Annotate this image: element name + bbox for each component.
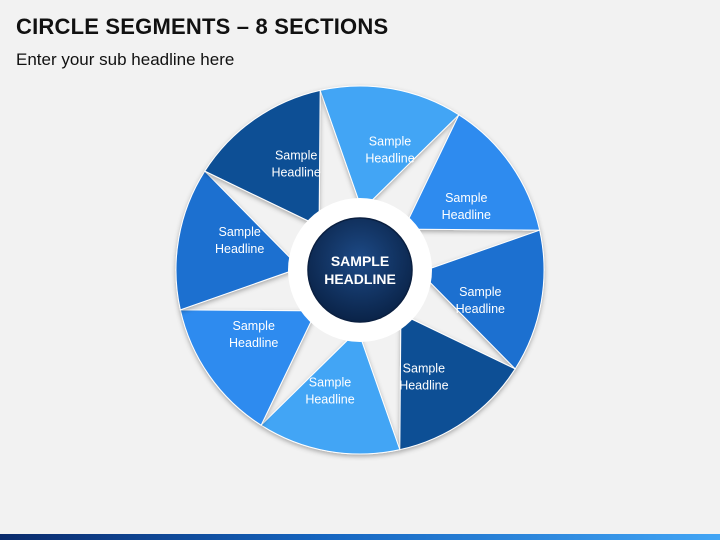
segment-5[interactable]	[260, 329, 401, 455]
page-subtitle: Enter your sub headline here	[16, 50, 235, 69]
page-title: CIRCLE SEGMENTS – 8 SECTIONS	[16, 14, 389, 39]
segment-1-label-line2: Headline	[365, 152, 414, 166]
segment-6-label-line2: Headline	[229, 336, 278, 350]
bottom-accent-bar	[0, 534, 720, 540]
segment-6[interactable]	[179, 309, 317, 426]
segment-3-label-line1: Sample	[459, 285, 501, 299]
segment-6-label-line1: Sample	[233, 319, 275, 333]
segment-8-label-line2: Headline	[271, 166, 320, 180]
segment-2[interactable]	[403, 114, 541, 231]
segment-8[interactable]	[204, 89, 321, 227]
segment-7-label-line1: Sample	[218, 225, 260, 239]
segment-3-label-line2: Headline	[456, 302, 505, 316]
segment-5-label-line2: Headline	[305, 392, 354, 406]
segment-5-label-line1: Sample	[309, 375, 351, 389]
center-label-line1: SAMPLE	[331, 253, 389, 269]
segment-8-label-line1: Sample	[275, 149, 317, 163]
segment-2-label-line1: Sample	[445, 191, 487, 205]
segments-group	[175, 85, 545, 455]
segment-4-label-line1: Sample	[403, 361, 445, 375]
segment-4-label-line2: Headline	[399, 378, 448, 392]
segment-7[interactable]	[175, 170, 301, 311]
segment-1[interactable]	[319, 85, 460, 211]
segment-7-label-line2: Headline	[215, 242, 264, 256]
segment-1-label-line1: Sample	[369, 135, 411, 149]
segment-labels-group: SampleHeadlineSampleHeadlineSampleHeadli…	[215, 135, 505, 407]
segment-4[interactable]	[399, 313, 516, 451]
center-label-line2: HEADLINE	[324, 271, 396, 287]
segment-2-label-line2: Headline	[442, 208, 491, 222]
center-circle[interactable]	[307, 217, 413, 323]
segment-3[interactable]	[419, 229, 545, 370]
